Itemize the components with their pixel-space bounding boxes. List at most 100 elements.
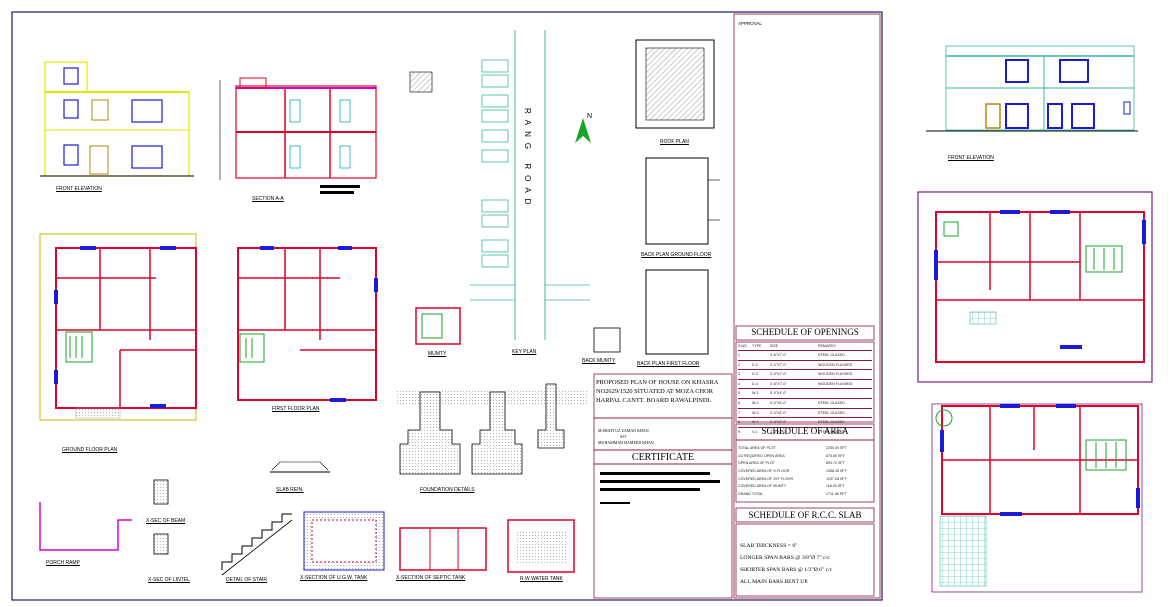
main-sheet-frame: [11, 11, 883, 601]
roof-plan-drawing: [635, 39, 715, 129]
ground-floor-plan-drawing: [39, 233, 197, 421]
label-key-plan: KEY PLAN: [512, 349, 537, 355]
ground-floor-plan-right-drawing: [917, 191, 1153, 383]
certificate-heading: CERTIFICATE: [631, 452, 695, 463]
schedule-openings-title: SCHEDULE OF OPENINGS: [751, 327, 859, 337]
table-cell: W-4: [752, 420, 759, 425]
table-cell: 6: [738, 400, 740, 405]
first-floor-plan-right-drawing: [931, 403, 1143, 593]
stair-detail-drawing: [221, 513, 293, 576]
septic-tank-drawing: [399, 527, 487, 571]
owner-separator: S/O: [620, 434, 627, 439]
area-label: GRAND TOTAL: [738, 492, 764, 497]
table-cell: W-2: [752, 400, 759, 405]
table-cell: D-4: [752, 381, 758, 386]
area-value: 2250.00 SFT: [826, 446, 847, 450]
table-cell: WOODEN FLUSHED: [818, 381, 853, 386]
table-cell: STEEL GLAZED: [818, 410, 845, 415]
area-label: COVERED AREA OF 1ST FLOOR: [738, 476, 794, 481]
slab-line: SLAB THICKNESS = 6": [740, 543, 798, 549]
label-roof-plan: ROOF PLAN: [660, 139, 689, 145]
table-header: REMARKS: [818, 344, 836, 348]
area-value: 1356.28 SFT: [826, 469, 847, 474]
table-cell: WOODEN FLUSHED: [818, 372, 853, 377]
table-cell: 5: [738, 391, 740, 396]
area-label: TOTAL AREA OF PLOT: [738, 446, 776, 450]
table-cell: 2'-0"X2'-0": [770, 429, 787, 434]
table-row: 8 W-4 2'-0"X2'-0" STEEL GLAZED: [738, 417, 872, 427]
owner-name-2: MUHAMMAD HAMEED KHAN: [598, 440, 654, 445]
table-cell: [752, 351, 770, 360]
table-cell: STEEL GLAZED: [818, 420, 845, 425]
slab-line: LONGER SPAN BARS @ 3/8"Ø 7" c/c: [740, 555, 830, 561]
label-detail-stair: DETAIL OF STAIR: [226, 577, 268, 583]
table-cell: V-1: [752, 429, 758, 434]
north-arrow-label: N: [587, 113, 593, 120]
area-row: 1/3 REQUIRED OPEN AREA 675.00 SFT: [738, 454, 872, 462]
back-plan-first-drawing: [593, 269, 709, 355]
mumty-drawing: [415, 307, 461, 345]
area-row: OPEN AREA OF PLOT 893.72 SFT: [738, 461, 872, 469]
label-x-sec-septic: X-SECTION OF SEPTIC TANK: [396, 575, 466, 581]
owner-name-1: M.SHAFI UZ ZAMAN KHAN: [598, 428, 649, 433]
schedule-slab-lines: SLAB THICKNESS = 6" LONGER SPAN BARS @ 3/…: [740, 540, 872, 588]
label-back-mumty: BACK MUMTY: [582, 358, 616, 364]
slab-line: ALL MAIN BARS BENT UP.: [740, 579, 809, 585]
area-label: COVERED AREA OF G.FLOOR: [738, 469, 790, 474]
rw-tank-drawing: [507, 519, 575, 573]
table-cell: STEEL GLAZED: [818, 353, 845, 357]
label-x-sec-ugw: X-SECTION OF U.G.W. TANK: [300, 575, 368, 581]
label-rw-tank: R.W WATER TANK: [520, 576, 563, 582]
table-cell: 9: [738, 429, 740, 434]
back-plan-ground-drawing: [645, 157, 720, 245]
area-label: 1/3 REQUIRED OPEN AREA: [738, 453, 785, 458]
area-label: COVERED AREA OF MUMTY: [738, 484, 787, 489]
table-cell: 5'-0"X4'-0": [770, 391, 787, 396]
area-label: OPEN AREA OF PLOT: [738, 461, 775, 466]
table-header: SIZE: [770, 344, 778, 348]
schedule-area-title: SCHEDULE OF AREA: [761, 426, 849, 436]
table-cell: D-3: [752, 372, 758, 377]
table-cell: 4: [738, 381, 740, 386]
area-value: 893.72 SFT: [826, 461, 845, 466]
label-ground-floor-plan: GROUND FLOOR PLAN: [62, 447, 118, 453]
label-mumty: MUMTY: [428, 351, 447, 357]
label-first-floor-plan: FIRST FLOOR PLAN: [272, 406, 320, 412]
table-cell: WOODEN FLUSHED: [818, 362, 853, 367]
first-floor-plan-drawing: [237, 246, 378, 402]
table-header: TYPE: [752, 344, 762, 348]
label-x-sec-beam: X-SEC OF BEAM: [146, 518, 186, 524]
label-section: SECTION A-A: [252, 196, 284, 202]
key-plan-drawing: [409, 30, 591, 340]
section-a-a-drawing: [219, 77, 377, 194]
label-foundation: FOUNDATION DETAILS: [420, 487, 475, 493]
table-cell: STEEL GLAZED: [818, 400, 845, 405]
area-value: 1237.28 SFT: [826, 476, 847, 481]
road-label: RANG ROAD: [523, 108, 532, 211]
beam-lintel-drawing: [153, 479, 169, 555]
table-cell: 3'-0"X7'-0": [770, 362, 787, 367]
approval-label: APPROVAL: [738, 21, 762, 26]
proposal-text: PROPOSED PLAN OF HOUSE ON KHASRA NO2629/…: [596, 379, 718, 404]
schedule-area-table: TOTAL AREA OF PLOT 2250.00 SFT 1/3 REQUIRE…: [738, 446, 872, 500]
table-cell: 2'-0"X2'-0": [770, 420, 787, 425]
area-row: TOTAL AREA OF PLOT 2250.00 SFT: [738, 446, 872, 454]
area-value: 675.00 SFT: [826, 453, 845, 458]
porch-ramp-drawing: [39, 502, 132, 551]
slab-line: SHORTER SPAN BARS @ 1/2"Ø 6" c/c: [740, 567, 833, 573]
table-cell: 8: [738, 420, 740, 425]
table-header-row: S.NO TYPE SIZE REMARKS: [738, 344, 872, 350]
front-elevation-right-drawing: [926, 45, 1138, 132]
foundation-details-drawing: [396, 383, 588, 475]
front-elevation-small-drawing: [40, 61, 194, 177]
table-cell: 2: [738, 362, 740, 367]
